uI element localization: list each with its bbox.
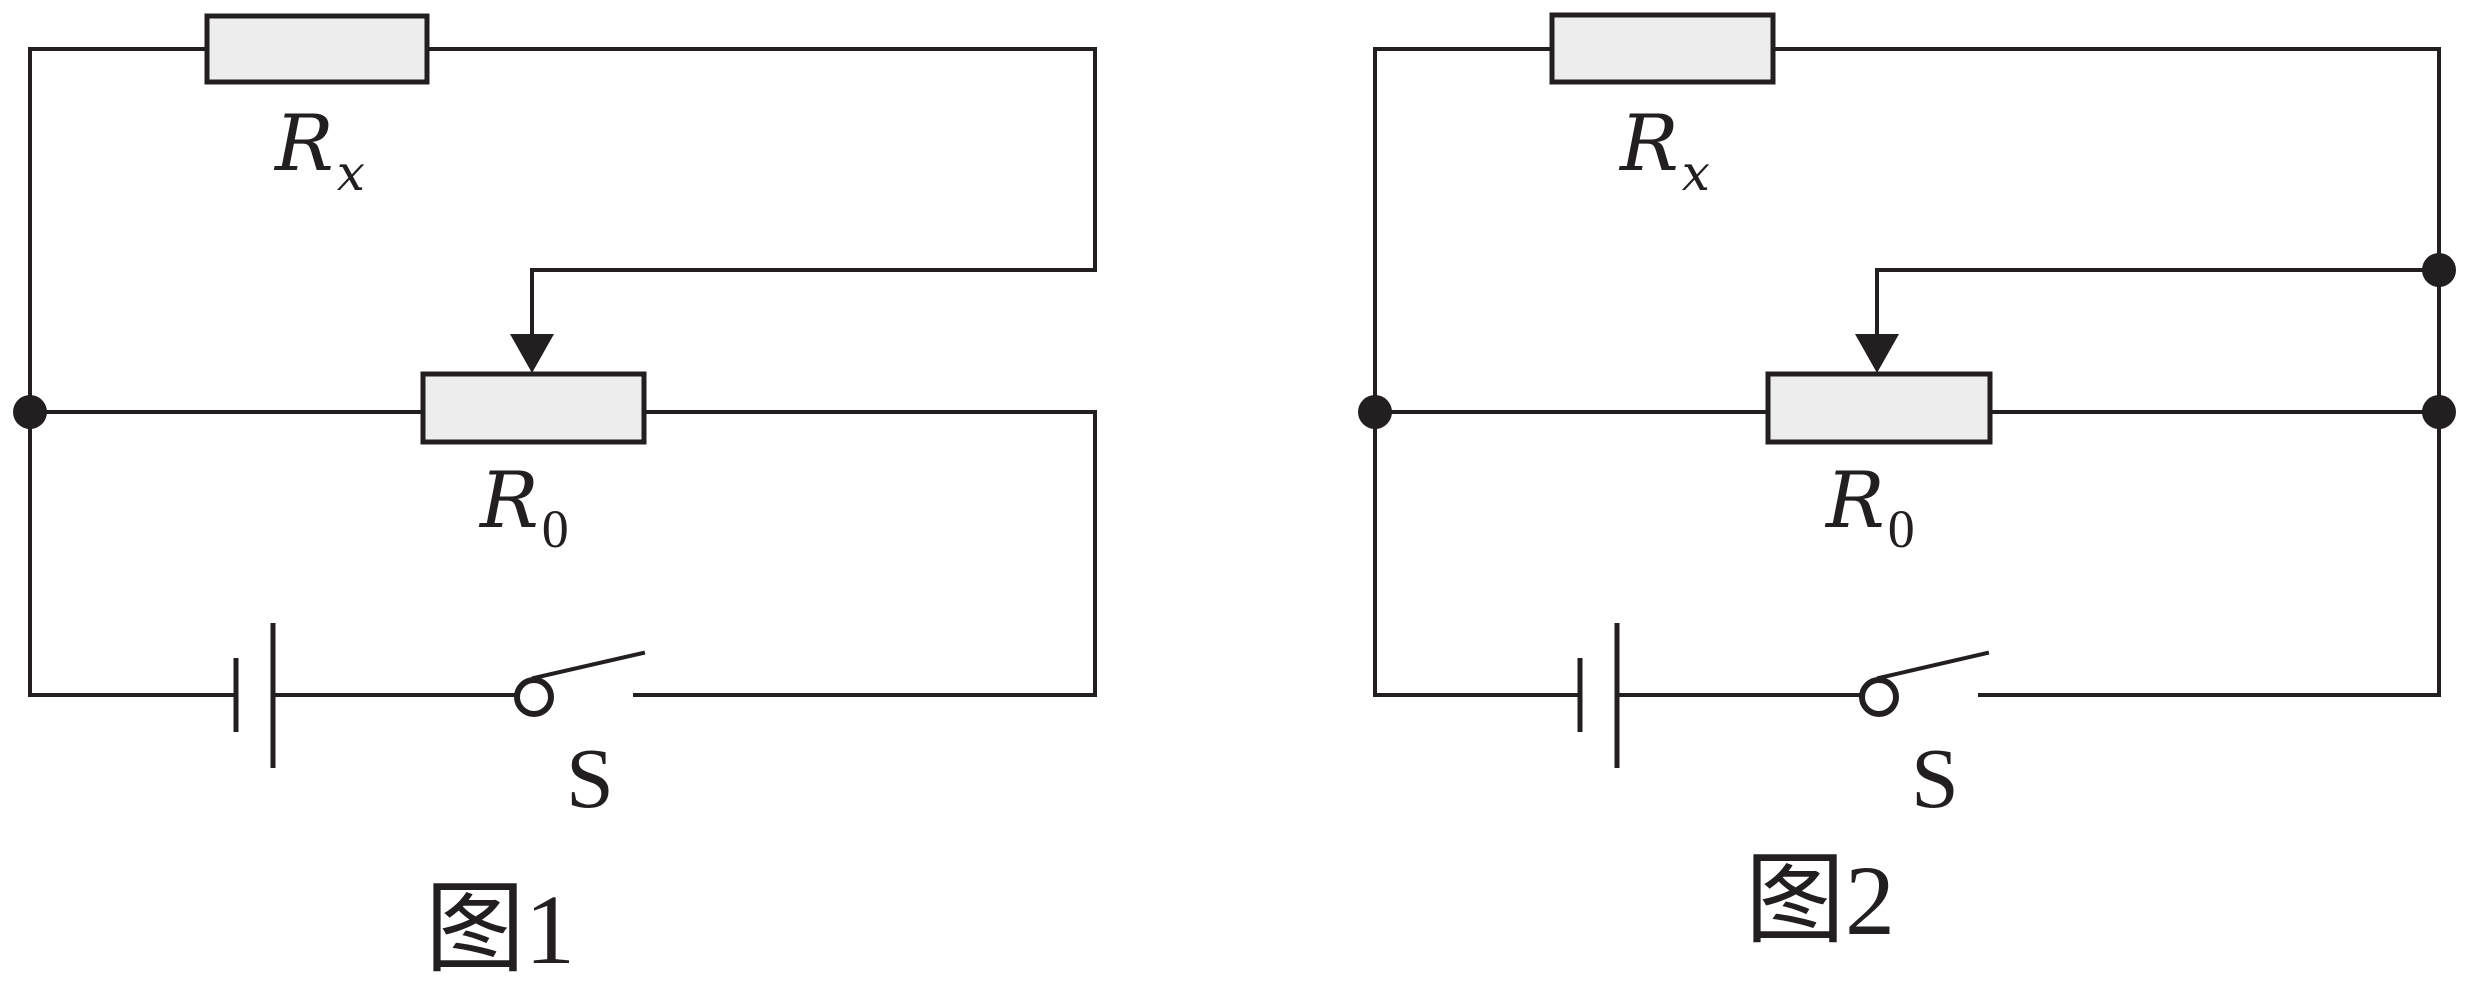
figure-1: Rx R0 S 图1 <box>13 13 1097 985</box>
fig1-caption: 图1 <box>425 874 575 985</box>
fig2-label-rx: Rx <box>1618 99 1710 202</box>
fig2-label-switch: S <box>1911 730 1959 826</box>
fig2-rheostat-r0 <box>1765 371 1993 445</box>
fig1-wire-top-right <box>425 47 1097 342</box>
fig2-junction-left <box>1358 395 1392 429</box>
fig1-switch-lever <box>531 650 646 681</box>
fig1-label-switch: S <box>566 730 614 826</box>
fig2-wire-top-right <box>1771 47 2441 697</box>
fig1-wire-middle-right <box>633 410 1097 697</box>
fig2-wire-slider <box>1875 268 2441 342</box>
fig2-slider-arrowhead <box>1855 334 1899 373</box>
fig2-junction-right-lower <box>2422 395 2456 429</box>
fig2-caption: 图2 <box>1745 845 1895 956</box>
fig1-junction-left <box>13 395 47 429</box>
fig2-wire-bottom-left <box>1373 410 1582 697</box>
figure-2: Rx R0 S 图2 <box>1358 12 2456 956</box>
fig1-label-rx: Rx <box>273 99 365 202</box>
fig1-rheostat-r0 <box>420 371 647 445</box>
fig1-slider-arrowhead <box>510 334 554 373</box>
fig1-switch-pivot <box>514 677 554 717</box>
fig1-wire-bottom-left <box>28 410 238 697</box>
fig2-wire-top-left <box>1373 47 1554 414</box>
fig1-resistor-rx <box>204 13 430 85</box>
fig2-junction-right-upper <box>2422 253 2456 287</box>
fig2-resistor-rx <box>1549 12 1776 85</box>
fig2-switch-pivot <box>1859 677 1899 717</box>
fig1-label-r0: R0 <box>478 456 569 559</box>
fig2-switch-lever <box>1876 650 1990 681</box>
fig2-label-r0: R0 <box>1824 456 1915 559</box>
fig1-wire-top-left <box>28 47 209 414</box>
